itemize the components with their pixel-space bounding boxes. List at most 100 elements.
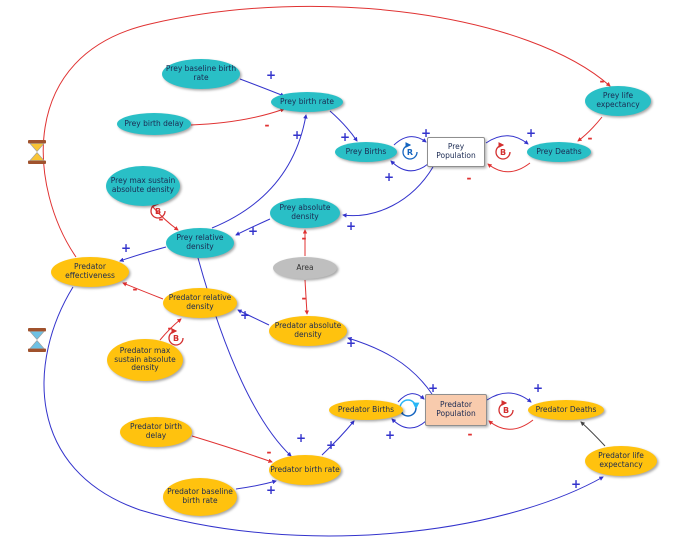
node-predator-relative-density[interactable]: Predator relative density	[163, 288, 237, 318]
polarity-sign: +	[570, 477, 582, 491]
node-prey-max-sustain-absolute-density[interactable]: Prey max sustain absolute density	[106, 166, 180, 206]
node-prey-deaths[interactable]: Prey Deaths	[527, 142, 591, 162]
arrow-predator-deaths-to-predator-population	[488, 419, 534, 430]
node-prey-absolute-density[interactable]: Prey absolute density	[270, 198, 340, 228]
polarity-sign: +	[239, 308, 251, 322]
arrow-predator-max-sustain-to-predator-relative-density	[159, 318, 182, 341]
polarity-sign: -	[266, 445, 272, 459]
polarity-sign: -	[158, 212, 164, 226]
node-prey-relative-density[interactable]: Prey relative density	[166, 228, 234, 258]
node-label: Prey max sustain absolute density	[110, 176, 176, 194]
polarity-sign: +	[295, 431, 307, 445]
node-label: Predator Births	[337, 404, 395, 414]
loop-marker-prey-crowding-balancing: B	[150, 201, 166, 219]
node-prey-baseline-birth-rate[interactable]: Prey baseline birth rate	[162, 59, 240, 89]
loop-label: B	[500, 148, 506, 157]
node-label: Prey Deaths	[536, 146, 582, 156]
polarity-sign: +	[291, 128, 303, 142]
arrow-predator-births-to-predator-population	[397, 393, 425, 403]
polarity-sign: +	[325, 438, 337, 452]
arrow-predator-population-to-predator-deaths	[486, 392, 532, 403]
node-label: Prey baseline birth rate	[165, 64, 237, 82]
arrow-prey-relative-density-to-prey-birth-rate	[211, 114, 308, 229]
arrow-prey-max-sustain-to-prey-relative-density	[151, 205, 179, 231]
polarity-sign: +	[384, 428, 396, 442]
arrow-prey-absolute-density-to-prey-relative-density	[235, 218, 271, 236]
node-prey-life-expectancy[interactable]: Prey life expectancy	[585, 86, 651, 116]
node-label: Predator absolute density	[274, 321, 342, 339]
polarity-sign: -	[167, 321, 173, 335]
hourglass-icon	[28, 140, 46, 164]
arrow-predator-life-expectancy-to-predator-deaths	[580, 421, 606, 447]
polarity-sign: -	[466, 171, 472, 185]
arrow-predator-relative-density-to-predator-effectiveness	[122, 282, 164, 300]
node-label: Prey birth rate	[280, 96, 334, 106]
node-label: Predator life expectancy	[598, 451, 644, 469]
node-predator-deaths[interactable]: Predator Deaths	[528, 400, 604, 420]
node-predator-max-sustain-absolute-density[interactable]: Predator max sustain absolute density	[107, 339, 183, 381]
loop-label: B	[173, 334, 179, 343]
node-label: Predator Population	[436, 400, 476, 418]
node-predator-absolute-density[interactable]: Predator absolute density	[269, 316, 347, 346]
node-label: Prey birth delay	[124, 118, 184, 128]
node-label: Prey life expectancy	[596, 91, 640, 109]
polarity-sign: +	[420, 126, 432, 140]
polarity-sign: -	[467, 427, 473, 441]
node-predator-birth-rate[interactable]: Predator birth rate	[269, 455, 341, 485]
loop-label: B	[155, 207, 161, 216]
node-label: Predator birth rate	[270, 464, 340, 474]
polarity-sign: +	[120, 241, 132, 255]
node-label: Predator birth delay	[130, 422, 182, 440]
node-area[interactable]: Area	[273, 257, 337, 279]
node-predator-population-stock[interactable]: Predator Population	[425, 394, 487, 426]
node-label: Predator effectiveness	[65, 262, 115, 280]
node-prey-birth-rate[interactable]: Prey birth rate	[271, 92, 343, 112]
node-predator-effectiveness[interactable]: Predator effectiveness	[51, 257, 129, 287]
node-predator-births[interactable]: Predator Births	[329, 400, 403, 420]
arrow-predator-population-to-predator-absolute-density	[347, 336, 433, 395]
node-prey-population-stock[interactable]: Prey Population	[427, 137, 485, 167]
arrow-prey-population-to-prey-births	[390, 160, 429, 172]
arrow-prey-baseline-birth-rate-to-prey-birth-rate	[239, 78, 285, 97]
polarity-sign: +	[265, 68, 277, 82]
loop-label: R	[407, 148, 413, 157]
node-label: Prey Population	[436, 142, 476, 160]
loop-marker-predator-deaths-balancing: B	[498, 400, 514, 418]
node-label: Prey Births	[345, 146, 387, 156]
node-predator-baseline-birth-rate[interactable]: Predator baseline birth rate	[163, 478, 237, 516]
arrow-prey-population-to-prey-absolute-density	[342, 166, 434, 218]
polarity-sign: -	[301, 291, 307, 305]
polarity-sign: +	[345, 336, 357, 350]
arrow-area-to-predator-absolute-density	[304, 279, 310, 315]
polarity-sign: +	[339, 130, 351, 144]
polarity-sign: -	[587, 131, 593, 145]
polarity-sign: -	[599, 74, 605, 88]
arrow-predator-baseline-birth-rate-to-predator-birth-rate	[235, 479, 277, 490]
loop-marker-prey-deaths-balancing: B	[495, 142, 511, 160]
arrow-prey-births-to-prey-population	[393, 136, 427, 146]
loop-marker-prey-reinforcing: R	[402, 142, 418, 160]
polarity-sign: +	[525, 126, 537, 140]
node-label: Area	[296, 262, 314, 272]
arrow-predator-birth-delay-to-predator-birth-rate	[191, 435, 273, 463]
node-prey-birth-delay[interactable]: Prey birth delay	[117, 113, 191, 135]
arrow-prey-birth-rate-to-prey-births	[329, 110, 358, 142]
arrow-predator-population-to-predator-births	[391, 418, 427, 429]
node-label: Predator relative density	[168, 293, 232, 311]
polarity-sign: -	[132, 282, 138, 296]
polarity-sign: +	[265, 483, 277, 497]
node-prey-births[interactable]: Prey Births	[335, 142, 397, 162]
node-predator-birth-delay[interactable]: Predator birth delay	[120, 417, 192, 447]
arrow-prey-relative-density-to-predator-effectiveness	[119, 246, 167, 262]
arrow-prey-birth-delay-to-prey-birth-rate	[190, 108, 285, 126]
node-label: Predator baseline birth rate	[167, 487, 233, 505]
polarity-sign: +	[383, 170, 395, 184]
polarity-sign: +	[247, 224, 259, 238]
arrow-prey-population-to-prey-deaths	[485, 135, 529, 145]
polarity-sign: -	[264, 118, 270, 132]
arrow-prey-life-expectancy-to-prey-deaths	[577, 116, 603, 142]
polarity-sign: +	[427, 381, 439, 395]
node-predator-life-expectancy[interactable]: Predator life expectancy	[585, 446, 657, 476]
